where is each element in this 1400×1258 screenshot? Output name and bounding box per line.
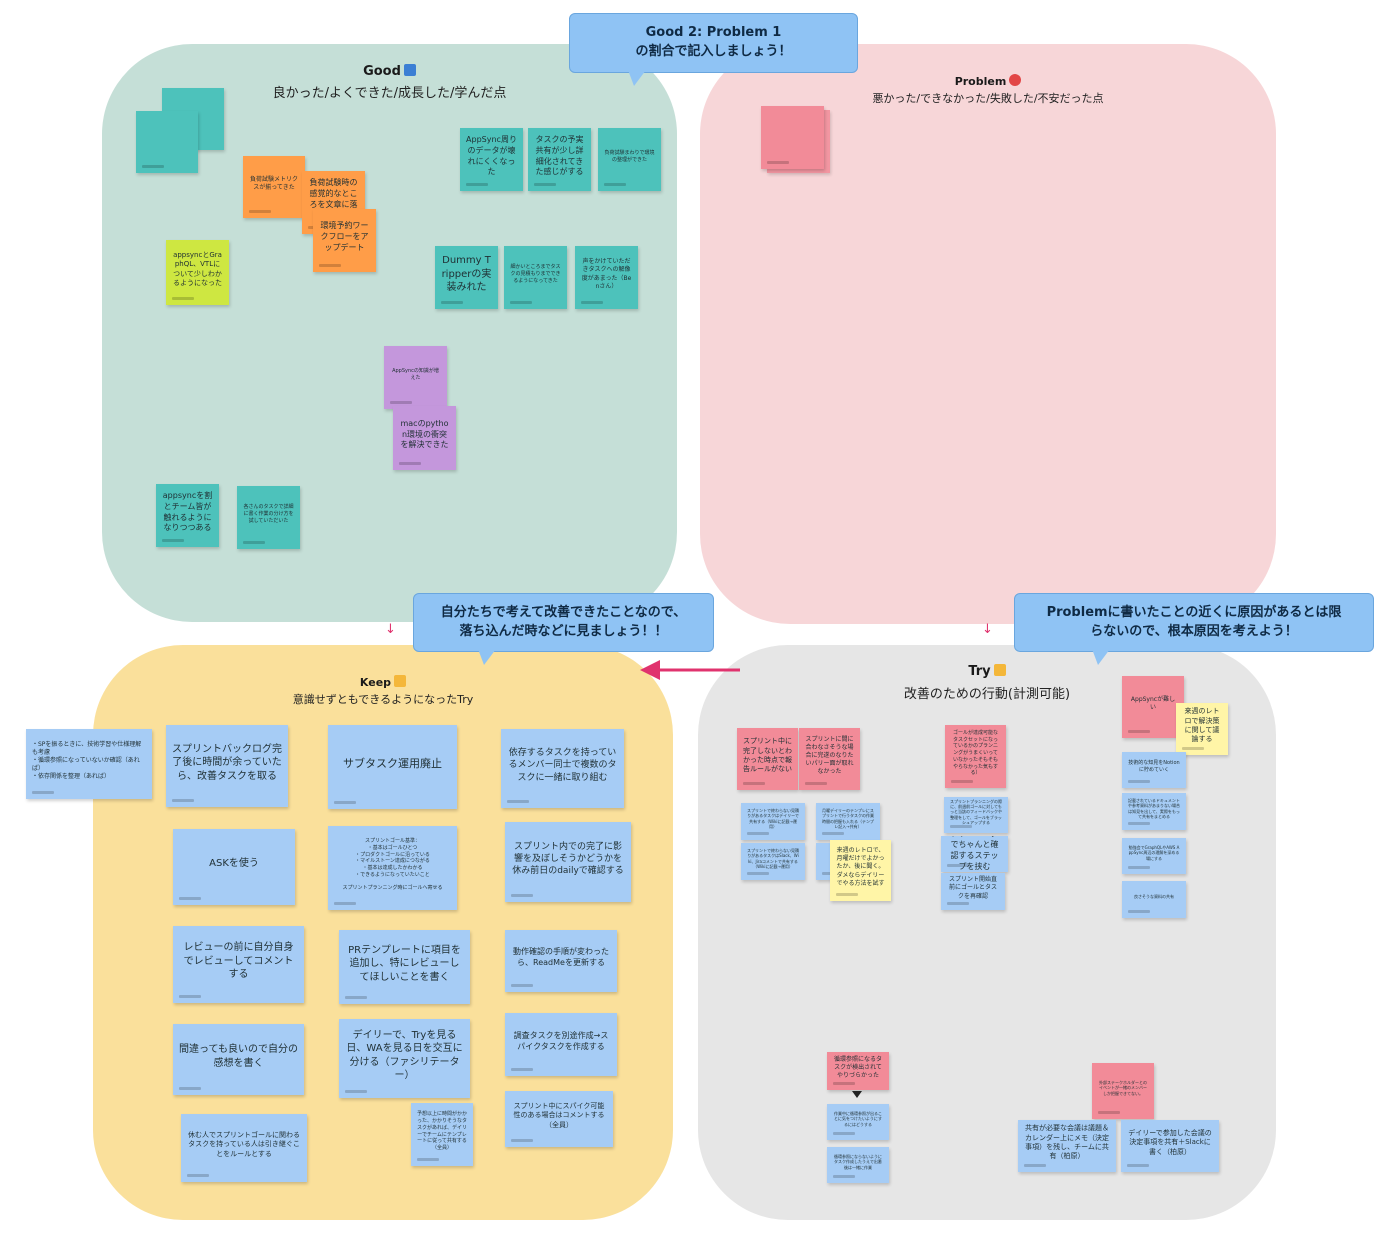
good-subtitle: 良かった/よくできた/成長した/学んだ点 (272, 86, 507, 101)
sticky-note[interactable]: 休む人でスプリントゴールに関わるタスクを持っている人は引き継ぐことをルールとする (181, 1114, 307, 1182)
sticky-note[interactable]: PRテンプレートに項目を追加し、特にレビューしてほしいことを書く (339, 930, 470, 1004)
good-title: Good (102, 64, 677, 79)
sticky-note[interactable]: AppSyncが難しい (1122, 676, 1184, 738)
keep-title: Keep (93, 675, 673, 689)
left-arrow-icon (640, 660, 740, 680)
down-triangle-icon (852, 1091, 862, 1098)
sticky-note[interactable]: 記載されているドキュメントや参考資料があまりない場合は知見を出して、実際をもって… (1122, 793, 1186, 830)
sticky-note[interactable]: デイリーで参加した会議の決定事項を共有＋Slackに書く（柏原） (1121, 1120, 1219, 1172)
sticky-note[interactable]: 循環参照になるタスクが検出されてやりづらかった (827, 1052, 889, 1090)
sticky-note[interactable]: 勉強会でGraphQLやAWS AppSync周辺の理解を深める場にする (1122, 838, 1186, 874)
keep-title-text: Keep (359, 676, 392, 689)
sticky-note[interactable]: スプリントバックログ完了後に時間が余っていたら、改善タスクを取る (166, 725, 288, 807)
sticky-note[interactable]: 予想以上に時間がかかった、かかりそうなタスクがあれば、デイリーでチームにテンプレ… (411, 1103, 473, 1166)
try-subtitle: 改善のための行動(計測可能) (903, 687, 1071, 702)
sticky-note[interactable]: スプリントに間に合わなさそうな場合に完遂のなりたいパリー面が取れなかった (799, 728, 860, 790)
sticky-note[interactable]: 間違っても良いので自分の感想を書く (173, 1024, 304, 1095)
sticky-note[interactable]: デイリーで、Tryを見る日、WAを見る日を交互に分ける（ファシリテーター） (339, 1019, 470, 1098)
sticky-note[interactable]: 来週のレトロで解決策に関して議論する (1176, 703, 1228, 755)
sticky-note[interactable]: レビューの前に自分自身でレビューしてコメントする (173, 926, 304, 1003)
callout-try-tail (1092, 649, 1110, 665)
sticky-note[interactable]: ゴールが達成可能なタスクセットになっているかのプランニングがうまくいっていなかっ… (945, 725, 1006, 788)
sticky-note[interactable]: 調査タスクを別途作成→スパイクタスクを作成する (505, 1013, 617, 1076)
sticky-note[interactable] (761, 106, 824, 169)
callout-try: Problemに書いたことの近くに原因があるとは限 らないので、根本原因を考えよ… (1014, 593, 1374, 652)
sticky-note[interactable]: 負荷試験まわりで環境の整理ができた (598, 128, 661, 191)
sticky-note[interactable]: 来週のレトロで、月曜だけでよかったか、後に聞く。ダメならデイリーでやる方法を試す (830, 840, 891, 901)
sticky-note[interactable]: スプリント開始直前にゴールとタスクを再確認 (941, 873, 1005, 910)
sticky-note[interactable]: 細かいところまでタスクの見積もりまでできるようになってきた (504, 246, 567, 309)
sticky-note[interactable]: スプリント中に完了しないとわかった時点で報告ルールがない (737, 728, 798, 790)
raised-fist-icon (993, 664, 1006, 676)
sticky-note[interactable]: 動作確認の手順が変わったら、ReadMeを更新する (505, 930, 617, 992)
sticky-note[interactable]: スプリント中にスパイク可能性のある場合はコメントする（全員） (505, 1091, 613, 1147)
sticky-note[interactable] (816, 843, 831, 880)
problem-title-text: Problem (954, 75, 1007, 88)
sticky-note[interactable]: appsyncとGraphQL、VTLについて少しわかるようになった (166, 240, 229, 305)
sticky-note[interactable]: AppSyncの知識が増えた (384, 346, 447, 409)
down-arrow-icon: ↓ (982, 622, 993, 637)
sticky-note[interactable]: スプリントプランニングの際に、前週前ゴールに対してもっと当該のフィードバックや整… (944, 797, 1008, 833)
sticky-note[interactable]: appsyncを割とチーム皆が触れるようになりつつある (156, 484, 219, 547)
sticky-note[interactable]: スプリントで終わらない見積りがあるタスクはデイリーで共有する（Wikiに記載→運… (741, 803, 805, 840)
sticky-note[interactable]: 共有が必要な会議は議題＆カレンダー上にメモ（決定事項）を残し、チームに共有（柏原… (1018, 1120, 1116, 1172)
sticky-note[interactable]: macのpython環境の衝突を解決できた (393, 406, 456, 470)
callout-top-tail (628, 70, 646, 86)
sticky-note[interactable]: 循環参照にならないようにタスク作成したうえで出番後は一緒に作業 (827, 1147, 889, 1183)
sticky-note[interactable]: ASKを使う (173, 829, 295, 905)
fast-forward-icon (403, 64, 416, 76)
sticky-note[interactable]: 作業中に循環参照が出ることに気をつけたいようにするにはどうする (827, 1104, 889, 1140)
good-title-text: Good (363, 64, 401, 79)
sticky-note[interactable]: スプリントで終わらない見積りがあるタスクはSlack、Wiki、Jiraコメント… (741, 843, 805, 880)
sticky-note[interactable]: タスクの予実共有が少し詳細化されてきた感じがする (528, 128, 591, 191)
sticky-note[interactable]: Dummy Tripperの実装みれた (435, 246, 498, 309)
problem-subtitle: 悪かった/できなかった/失敗した/不安だった点 (872, 92, 1104, 105)
try-title: Try (698, 664, 1276, 679)
callout-keep-tail (478, 649, 496, 665)
sticky-note[interactable]: プランニングでちゃんと確認するステップを挟む (941, 836, 1008, 872)
sticky-note[interactable]: 依存するタスクを持っているメンバー同士で複数のタスクに一緒に取り組む (501, 729, 624, 808)
try-title-text: Try (968, 664, 991, 679)
sticky-note[interactable]: 良さそうな資料の共有 (1122, 881, 1186, 918)
down-arrow-icon: ↓ (385, 622, 396, 637)
problem-quadrant: Problem 悪かった/できなかった/失敗した/不安だった点 (700, 44, 1276, 624)
thumbs-up-icon (394, 675, 407, 687)
sticky-note[interactable]: スプリントゴール基準： ・基本はゴールひとつ ・プロダクトゴールに沿っている ・… (328, 826, 457, 910)
sticky-note[interactable]: 負荷試験メトリクスが揃ってきた (243, 156, 305, 218)
callout-top: Good 2: Problem 1 の割合で記入しましょう！ (569, 13, 858, 73)
callout-keep: 自分たちで考えて改善できたことなので、 落ち込んだ時などに見ましょう！！ (413, 593, 714, 652)
sticky-note[interactable] (136, 111, 198, 173)
sticky-note[interactable]: サブタスク運用廃止 (328, 725, 457, 809)
sticky-note[interactable]: 各さんのタスクで詳細に書く作業の分け方を試していただいた (237, 486, 300, 549)
sticky-note[interactable]: スプリント内での完了に影響を及ぼしそうかどうかを休み前日のdailyで確認する (505, 822, 631, 902)
sticky-note[interactable]: 外部ステークホルダーとのイベントが一緒のメンバーしか把握できてない。 (1092, 1063, 1154, 1119)
sticky-note[interactable]: 環境予約ワークフローをアップデート (313, 209, 376, 272)
problem-title: Problem (700, 74, 1276, 88)
sticky-note[interactable]: ・SPを振るときに、技術学習や仕様理解も考慮 ・循環参照になっていないか確認（あ… (26, 729, 152, 799)
no-entry-icon (1009, 74, 1022, 86)
keep-subtitle: 意識せずともできるようになったTry (292, 693, 474, 706)
sticky-note[interactable]: AppSync周りのデータが壊れにくくなった (460, 128, 523, 191)
sticky-note[interactable]: 技術的な知見をNotionに貯めていく (1122, 752, 1186, 788)
sticky-note[interactable]: 月曜デイリーのテンプレにスプリントで行うタスクの作業時間の把握も入れる（テンプレ… (816, 803, 880, 840)
sticky-note[interactable]: 声をかけていただきタスクへの解像度があまった（Benさん） (575, 246, 638, 309)
